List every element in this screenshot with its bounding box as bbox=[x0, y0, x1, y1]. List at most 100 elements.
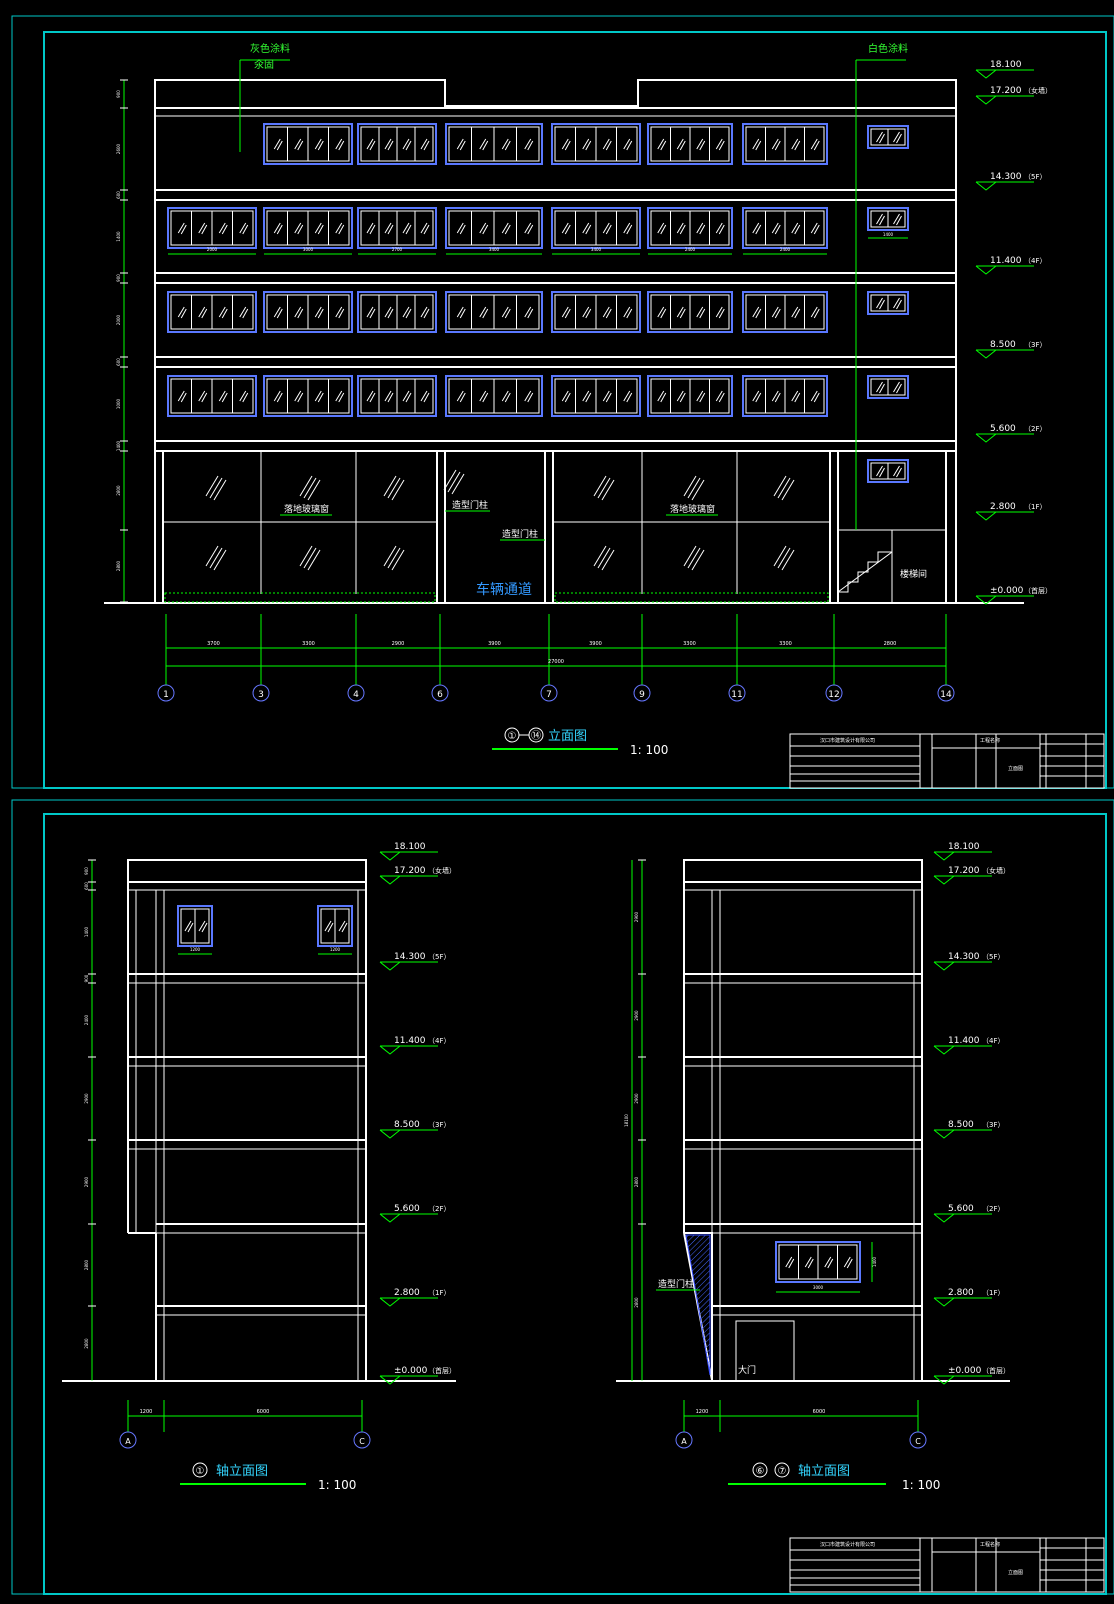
glass-hatch-line bbox=[391, 549, 405, 571]
glass-hatch bbox=[827, 1258, 834, 1269]
elevation-note: （女墙） bbox=[982, 866, 1010, 875]
glass-hatch-line bbox=[781, 479, 795, 501]
side-axis-bubble bbox=[119, 1431, 137, 1449]
elevation-value: 14.300 bbox=[990, 172, 1022, 182]
glass-hatch-line bbox=[205, 475, 219, 497]
glass-hatch bbox=[774, 140, 781, 151]
glass-hatch bbox=[338, 308, 345, 319]
glass-hatch bbox=[482, 308, 489, 319]
glass-hatch bbox=[317, 140, 324, 151]
glass-hatch bbox=[794, 308, 801, 319]
elevation-value: 8.500 bbox=[394, 1120, 420, 1130]
side-vdim-label: 2800 bbox=[84, 1338, 89, 1349]
glass-hatch bbox=[384, 222, 392, 234]
elevation-triangle bbox=[975, 69, 997, 79]
glass-hatch bbox=[715, 306, 723, 318]
glass-hatch bbox=[369, 140, 376, 151]
glass-hatch bbox=[564, 140, 571, 151]
window-frame bbox=[445, 375, 543, 417]
glass-hatch bbox=[876, 297, 883, 309]
elevation-value: 11.400 bbox=[990, 256, 1022, 266]
window-frame bbox=[867, 125, 909, 149]
glass-hatch bbox=[896, 467, 902, 478]
glass-hatch bbox=[791, 306, 799, 318]
axis-dim-label: 2900 bbox=[392, 641, 405, 647]
glass-hatch-line bbox=[307, 479, 321, 501]
window-dim-label: 2700 bbox=[392, 247, 403, 252]
glass-hatch bbox=[879, 133, 885, 144]
glass-hatch-line bbox=[387, 477, 401, 499]
glass-hatch bbox=[405, 392, 412, 403]
glass-hatch-line bbox=[303, 477, 317, 499]
glass-hatch-line bbox=[593, 545, 607, 567]
elevation-triangle bbox=[933, 1129, 955, 1139]
small-window-dim-label: 1400 bbox=[883, 232, 894, 237]
glass-hatch bbox=[605, 308, 612, 319]
glass-hatch-line bbox=[773, 475, 787, 497]
elevation-triangle bbox=[933, 1375, 955, 1385]
glass-hatch bbox=[504, 140, 511, 151]
window-frame bbox=[647, 207, 733, 249]
elevation-value: 5.600 bbox=[948, 1204, 974, 1214]
glass-hatch bbox=[807, 1258, 814, 1269]
elevation-triangle bbox=[933, 875, 955, 885]
glass-hatch bbox=[338, 920, 346, 932]
elevation-value: 17.200 bbox=[990, 86, 1022, 96]
side-vdim-label: 1400 bbox=[84, 926, 89, 937]
glass-hatch bbox=[810, 306, 818, 318]
window-frame bbox=[551, 123, 641, 165]
glass-hatch bbox=[774, 308, 781, 319]
glass-hatch bbox=[846, 1258, 853, 1269]
glass-hatch bbox=[879, 215, 885, 226]
glass-hatch bbox=[317, 308, 324, 319]
vdim-label: 600 bbox=[116, 358, 121, 366]
glass-hatch bbox=[338, 224, 345, 235]
elevation-triangle bbox=[933, 961, 955, 971]
glass-hatch bbox=[384, 390, 392, 402]
side-vdim-label: 2800 bbox=[84, 1259, 89, 1270]
right-title-axis-1: ⑥ bbox=[756, 1466, 765, 1477]
glass-hatch bbox=[198, 920, 206, 932]
glass-hatch-line bbox=[597, 547, 611, 569]
elevation-value: 18.100 bbox=[394, 842, 426, 852]
glass-hatch-line bbox=[687, 477, 701, 499]
glass-hatch bbox=[479, 222, 487, 234]
axis-label: 9 bbox=[639, 690, 645, 700]
elevation-value: ±0.000 bbox=[948, 1366, 982, 1376]
elevation-triangle bbox=[379, 1375, 401, 1385]
glass-hatch bbox=[423, 392, 430, 403]
callout-column-1: 造型门柱 bbox=[452, 499, 488, 511]
glass-hatch bbox=[794, 140, 801, 151]
title-block-frame bbox=[789, 1537, 1105, 1593]
glass-hatch bbox=[218, 306, 226, 318]
elevation-triangle bbox=[379, 851, 401, 861]
glass-hatch bbox=[341, 922, 348, 933]
elevation-note: （5F） bbox=[982, 953, 1004, 961]
window-frame bbox=[263, 375, 353, 417]
glass-hatch bbox=[180, 308, 187, 319]
glass-hatch bbox=[423, 140, 430, 151]
side-axis-label: A bbox=[125, 1437, 131, 1446]
front-view-scale: 1: 100 bbox=[630, 743, 668, 757]
glass-hatch-line bbox=[687, 547, 701, 569]
elevation-value: 11.400 bbox=[948, 1036, 980, 1046]
glass-hatch-line bbox=[213, 549, 227, 571]
title-block-project: 工程名称 bbox=[980, 1541, 1000, 1548]
glass-hatch bbox=[660, 224, 667, 235]
glass-hatch bbox=[876, 381, 883, 393]
glass-hatch bbox=[198, 222, 206, 234]
glass-hatch bbox=[657, 390, 665, 402]
glass-hatch bbox=[771, 390, 779, 402]
callout-white-paint: 白色涂料 bbox=[868, 42, 908, 55]
glass-hatch-line bbox=[303, 547, 317, 569]
glass-hatch bbox=[676, 390, 684, 402]
glass-hatch bbox=[297, 392, 304, 403]
side-vdim-label: 2800 bbox=[634, 1297, 639, 1308]
glass-hatch bbox=[402, 390, 410, 402]
glass-hatch bbox=[696, 306, 704, 318]
glass-hatch-line bbox=[209, 547, 223, 569]
vdim-label: 1400 bbox=[116, 440, 121, 451]
glass-hatch bbox=[242, 308, 249, 319]
